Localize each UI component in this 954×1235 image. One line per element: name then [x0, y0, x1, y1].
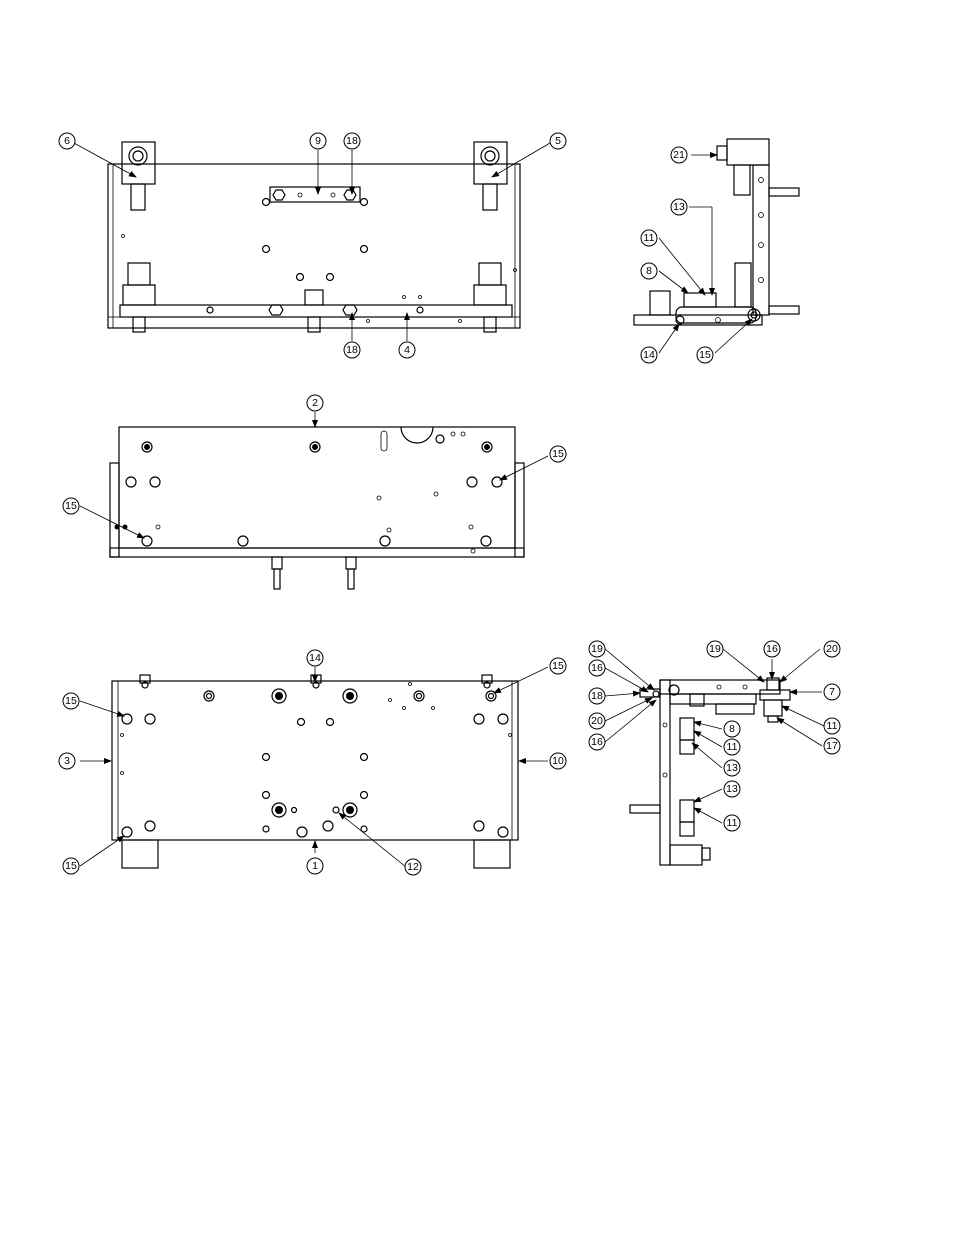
balloon-label: 10 — [552, 755, 564, 767]
bottom-view — [111, 674, 519, 869]
balloon-top-4: 4 — [398, 341, 416, 359]
middle-view — [109, 426, 525, 590]
balloon-bot-3: 3 — [58, 752, 76, 770]
balloon-mid-2: 2 — [306, 394, 324, 412]
balloon-ls-19b: 19 — [706, 640, 724, 658]
balloon-label: 1 — [312, 860, 318, 872]
balloon-top-18b: 18 — [343, 341, 361, 359]
balloon-ls-7: 7 — [823, 683, 841, 701]
side-view-upper — [633, 138, 800, 326]
balloon-ls-20a: 20 — [588, 712, 606, 730]
balloon-label: 9 — [315, 135, 321, 147]
balloon-top-5: 5 — [549, 132, 567, 150]
balloon-label: 11 — [644, 232, 655, 244]
top-view — [107, 141, 521, 333]
balloon-ls-16b: 16 — [588, 733, 606, 751]
balloon-label: 20 — [591, 715, 603, 727]
balloon-ls-16c: 16 — [763, 640, 781, 658]
balloon-side-13: 13 — [670, 198, 688, 216]
balloon-label: 19 — [709, 643, 721, 655]
balloon-label: 15 — [65, 695, 77, 707]
balloon-label: 14 — [643, 349, 655, 361]
balloon-ls-19a: 19 — [588, 640, 606, 658]
balloon-label: 11 — [827, 720, 838, 732]
balloon-bot-15c: 15 — [62, 857, 80, 875]
balloon-bot-15a: 15 — [549, 657, 567, 675]
balloon-bot-10: 10 — [549, 752, 567, 770]
balloon-top-6: 6 — [58, 132, 76, 150]
balloon-label: 15 — [65, 860, 77, 872]
balloon-ls-18: 18 — [588, 687, 606, 705]
balloon-ls-11a: 11 — [723, 738, 741, 756]
balloon-ls-16a: 16 — [588, 659, 606, 677]
balloon-label: 13 — [673, 201, 685, 213]
balloon-label: 3 — [64, 755, 70, 767]
balloon-side-11: 11 — [640, 229, 658, 247]
balloon-label: 18 — [346, 135, 358, 147]
leader-lines — [73, 142, 825, 868]
balloon-ls-11c: 11 — [723, 814, 741, 832]
balloon-ls-13a: 13 — [723, 759, 741, 777]
balloon-label: 18 — [591, 690, 603, 702]
side-view-lower — [629, 677, 791, 866]
balloon-ls-17: 17 — [823, 737, 841, 755]
balloon-label: 13 — [726, 762, 738, 774]
balloon-top-9: 9 — [309, 132, 327, 150]
balloon-label: 7 — [829, 686, 835, 698]
balloon-label: 11 — [727, 817, 738, 829]
balloon-label: 14 — [309, 652, 321, 664]
balloon-label: 15 — [65, 500, 77, 512]
balloon-label: 12 — [407, 861, 419, 873]
balloon-bot-14: 14 — [306, 649, 324, 667]
balloon-side-8: 8 — [640, 262, 658, 280]
balloon-label: 21 — [673, 149, 685, 161]
balloon-top-18a: 18 — [343, 132, 361, 150]
balloon-label: 20 — [826, 643, 838, 655]
balloon-label: 15 — [552, 660, 564, 672]
balloon-label: 16 — [591, 662, 603, 674]
balloon-mid-15b: 15 — [62, 497, 80, 515]
balloon-label: 13 — [726, 783, 738, 795]
balloon-mid-15a: 15 — [549, 445, 567, 463]
balloon-side-21: 21 — [670, 146, 688, 164]
balloon-label: 16 — [591, 736, 603, 748]
balloon-label: 4 — [404, 344, 410, 356]
balloon-label: 15 — [699, 349, 711, 361]
balloon-label: 19 — [591, 643, 603, 655]
balloon-ls-20b: 20 — [823, 640, 841, 658]
balloon-label: 6 — [64, 135, 70, 147]
balloon-ls-8: 8 — [723, 720, 741, 738]
balloon-label: 18 — [346, 344, 358, 356]
balloon-bot-12: 12 — [404, 858, 422, 876]
balloon-ls-11b: 11 — [823, 717, 841, 735]
balloon-bot-1: 1 — [306, 857, 324, 875]
balloon-label: 5 — [555, 135, 561, 147]
balloon-label: 8 — [646, 265, 652, 277]
balloon-label: 2 — [312, 397, 318, 409]
balloon-label: 16 — [766, 643, 778, 655]
balloon-label: 11 — [727, 741, 738, 753]
balloon-side-14: 14 — [640, 346, 658, 364]
balloon-label: 15 — [552, 448, 564, 460]
balloon-label: 8 — [729, 723, 735, 735]
balloon-bot-15b: 15 — [62, 692, 80, 710]
balloon-label: 17 — [826, 740, 838, 752]
balloon-ls-13b: 13 — [723, 780, 741, 798]
balloon-side-15: 15 — [696, 346, 714, 364]
